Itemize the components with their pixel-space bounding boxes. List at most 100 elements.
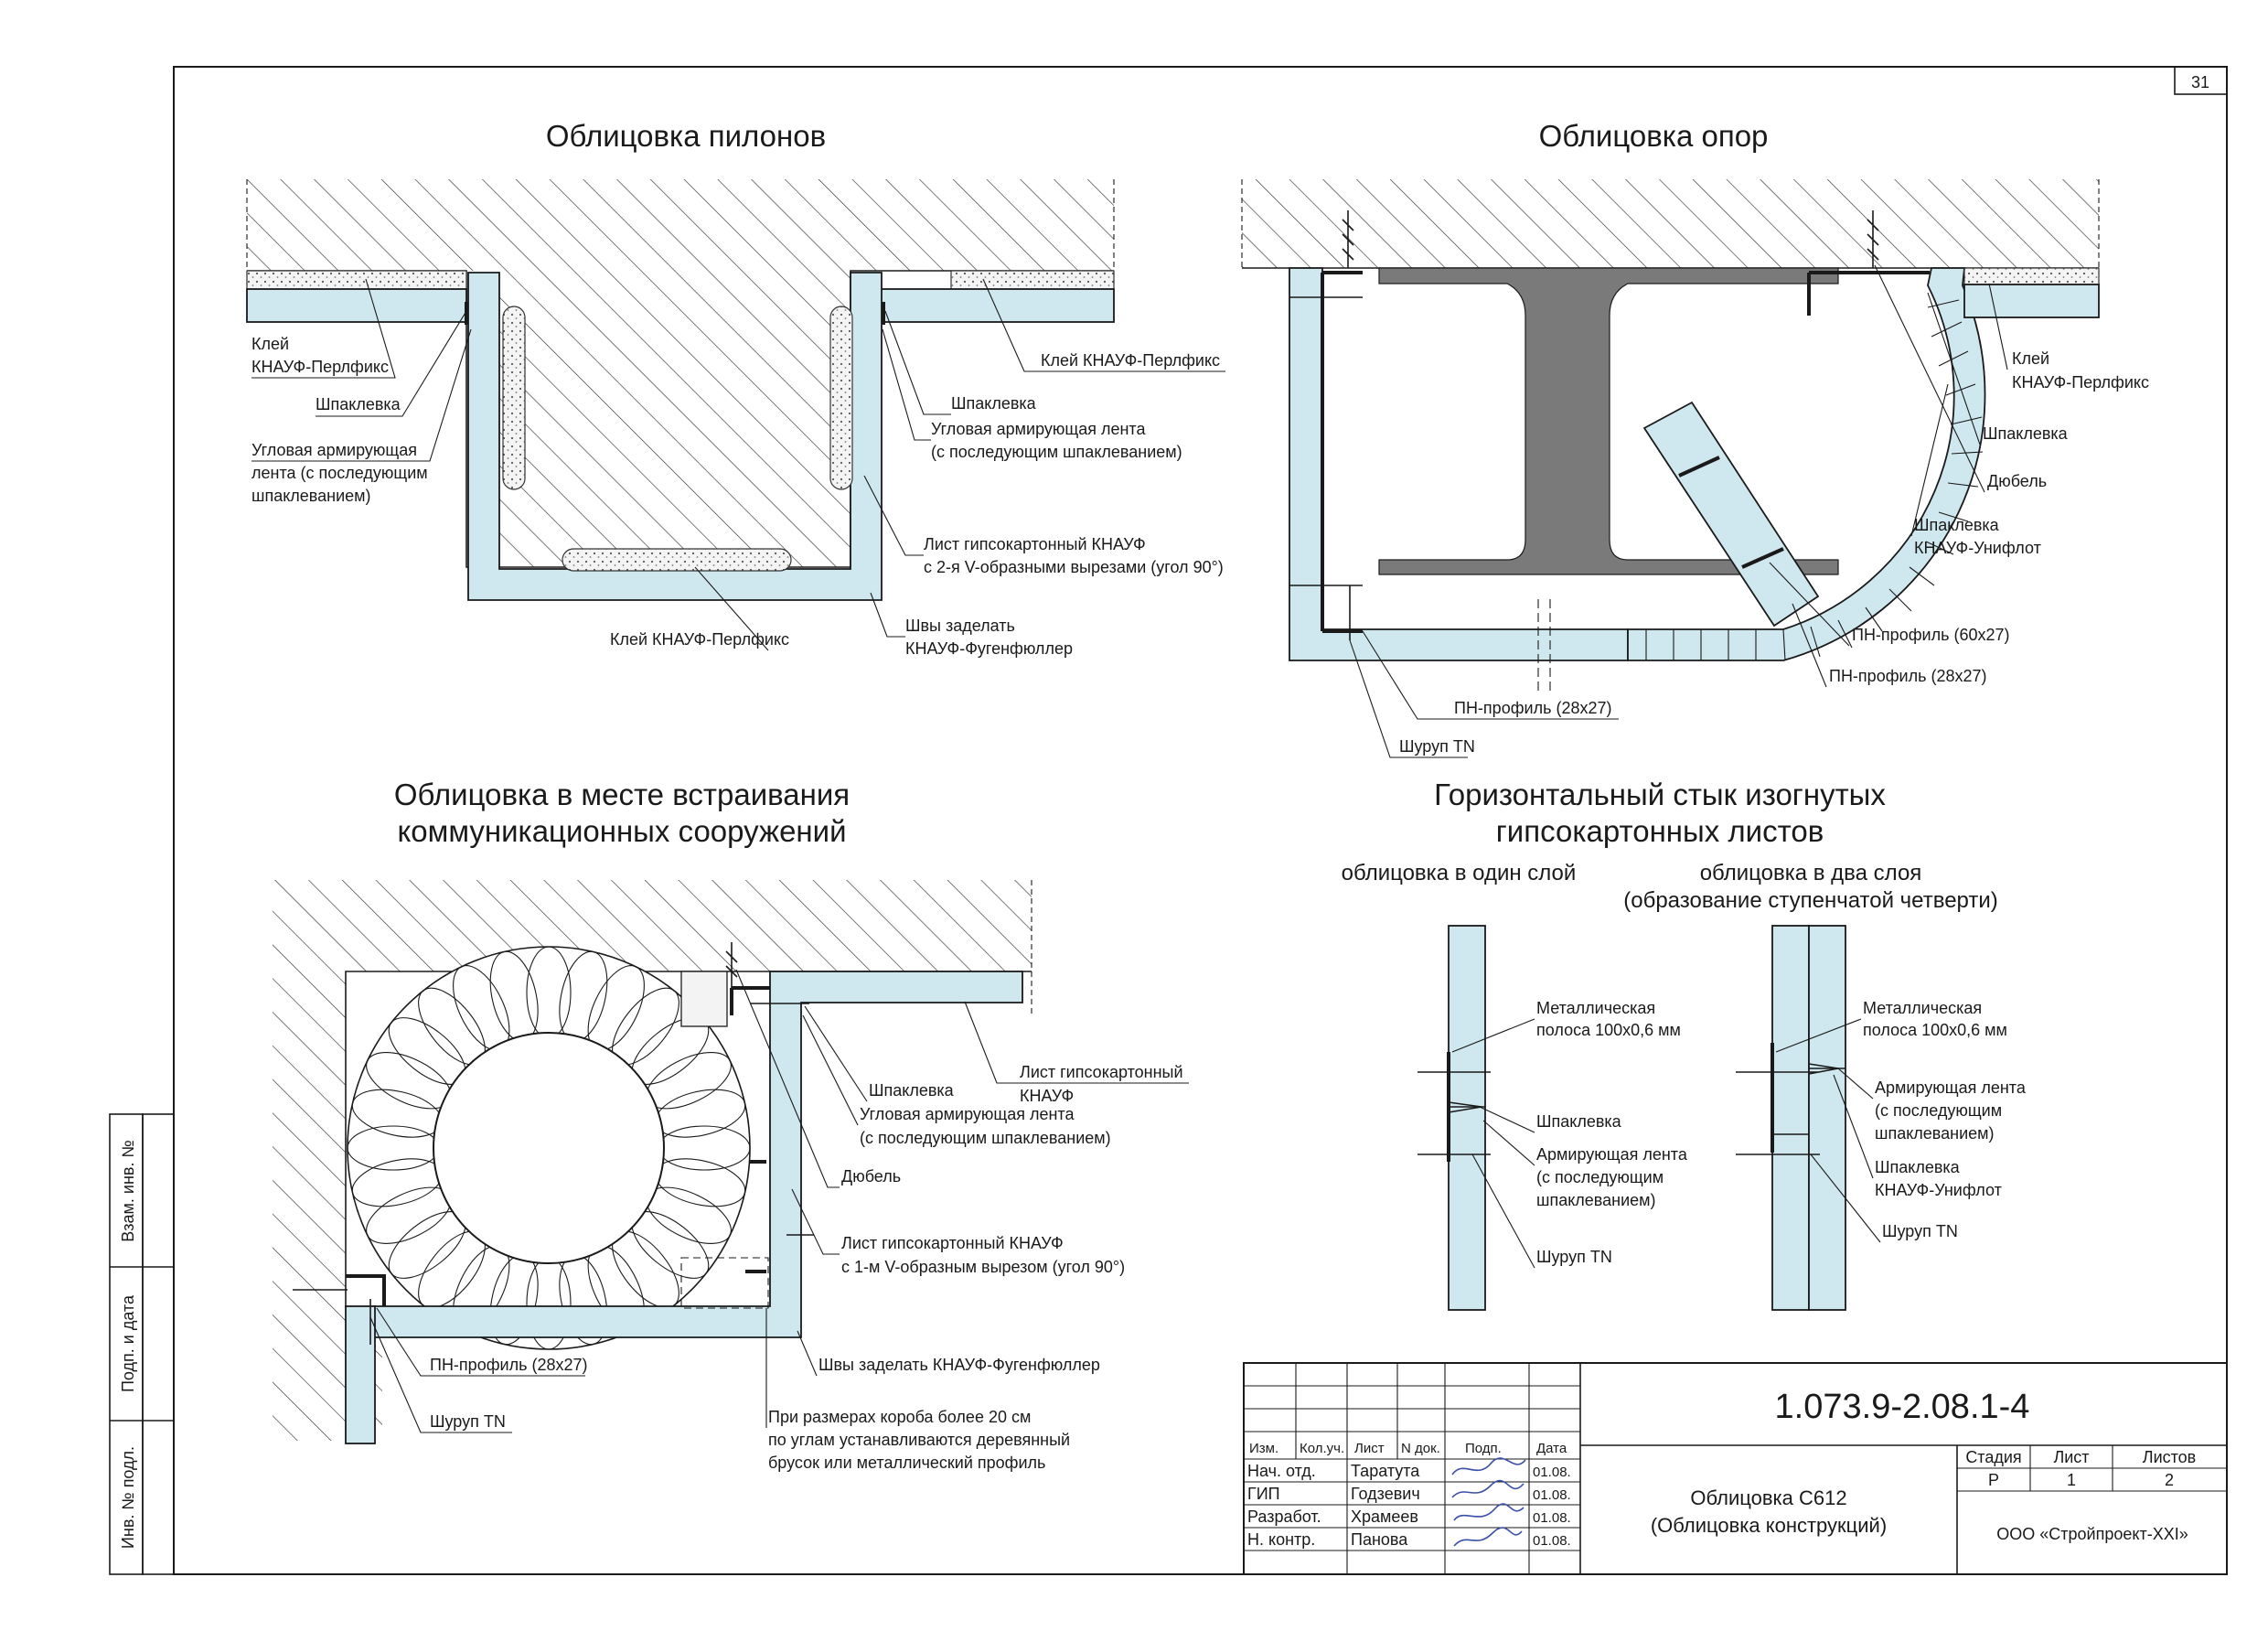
svg-text:Лист гипсокартонный: Лист гипсокартонный [1020, 1063, 1183, 1081]
svg-text:(с последующим шпаклеванием): (с последующим шпаклеванием) [860, 1129, 1111, 1147]
sheet-number-box [2174, 66, 2228, 95]
comm-title-1: Облицовка в месте встраивания [394, 778, 850, 811]
svg-text:брусок или металлический профи: брусок или металлический профиль [768, 1454, 1045, 1472]
stamp-sign-date: Подп. и дата [119, 1294, 137, 1392]
doc-description-1: Облицовка С612 [1690, 1486, 1846, 1509]
svg-text:КНАУФ-Унифлот: КНАУФ-Унифлот [1875, 1181, 2002, 1199]
svg-text:Шпаклевка: Шпаклевка [1914, 516, 2000, 534]
svg-text:Подп.: Подп. [1465, 1441, 1502, 1456]
svg-text:01.08.: 01.08. [1533, 1465, 1571, 1480]
svg-text:Храмеев: Храмеев [1351, 1508, 1418, 1526]
svg-text:Дюбель: Дюбель [1987, 472, 2047, 490]
signatures [1451, 1457, 1526, 1547]
svg-text:Годзевич: Годзевич [1351, 1485, 1420, 1503]
svg-text:Шпаклевка: Шпаклевка [869, 1081, 955, 1100]
svg-text:(с последующим шпаклеванием): (с последующим шпаклеванием) [931, 443, 1182, 461]
svg-text:с 1-м V-образным вырезом (угол: с 1-м V-образным вырезом (угол 90°) [841, 1258, 1125, 1276]
svg-text:Металлическая: Металлическая [1536, 999, 1655, 1017]
svg-text:КНАУФ-Перлфикс: КНАУФ-Перлфикс [2012, 373, 2149, 392]
svg-text:Угловая армирующая: Угловая армирующая [251, 441, 417, 459]
company-name: ООО «Стройпроект-XXI» [1996, 1525, 2188, 1543]
supports-title: Облицовка опор [1539, 119, 1769, 153]
svg-text:Кол.уч.: Кол.уч. [1300, 1441, 1344, 1456]
svg-text:КНАУФ-Перлфикс: КНАУФ-Перлфикс [251, 358, 389, 376]
svg-text:Стадия: Стадия [1965, 1448, 2021, 1466]
svg-text:Шуруп TN: Шуруп TN [1882, 1222, 1958, 1240]
svg-text:Угловая армирующая лента: Угловая армирующая лента [931, 420, 1146, 438]
svg-text:Дата: Дата [1536, 1441, 1567, 1456]
svg-text:Панова: Панова [1351, 1530, 1408, 1549]
side-stamp: Взам. инв. № Подп. и дата Инв. № подл. [109, 1113, 175, 1575]
svg-text:01.08.: 01.08. [1533, 1487, 1571, 1503]
svg-text:Швы заделать: Швы заделать [905, 617, 1015, 635]
svg-text:Лист гипсокартонный КНАУФ: Лист гипсокартонный КНАУФ [924, 535, 1146, 553]
svg-text:(с последующим: (с последующим [1875, 1101, 2002, 1120]
svg-text:КНАУФ-Фугенфюллер: КНАУФ-Фугенфюллер [905, 639, 1073, 658]
section-supports: Облицовка опор [1241, 119, 2149, 758]
svg-text:N док.: N док. [1401, 1441, 1440, 1456]
svg-text:Р: Р [1988, 1471, 1999, 1489]
svg-text:КНАУФ: КНАУФ [1020, 1087, 1074, 1105]
svg-text:Клей КНАУФ-Перлфикс: Клей КНАУФ-Перлфикс [1041, 351, 1220, 370]
svg-text:ПН-профиль (28х27): ПН-профиль (28х27) [1829, 667, 1986, 685]
sheet-number: 31 [2191, 73, 2209, 91]
svg-text:ГИП: ГИП [1247, 1485, 1280, 1503]
svg-text:Шуруп TN: Шуруп TN [430, 1412, 506, 1431]
svg-text:шпаклеванием): шпаклеванием) [1536, 1191, 1656, 1209]
svg-text:Лист: Лист [1354, 1441, 1385, 1456]
section-comm: Облицовка в месте встраивания коммуникац… [273, 778, 1189, 1472]
svg-text:Шуруп TN: Шуруп TN [1536, 1248, 1612, 1266]
svg-text:Металлическая: Металлическая [1863, 999, 1982, 1017]
svg-text:ПН-профиль (28х27): ПН-профиль (28х27) [430, 1356, 587, 1374]
joint-two-subtitle-1: облицовка в два слоя [1700, 861, 1922, 885]
doc-description-2: (Облицовка конструкций) [1651, 1514, 1887, 1537]
svg-text:Угловая армирующая лента: Угловая армирующая лента [860, 1105, 1075, 1123]
svg-text:Швы заделать КНАУФ-Фугенфюллер: Швы заделать КНАУФ-Фугенфюллер [818, 1356, 1100, 1374]
svg-text:Разработ.: Разработ. [1247, 1508, 1321, 1526]
svg-text:Лист гипсокартонный КНАУФ: Лист гипсокартонный КНАУФ [841, 1234, 1064, 1252]
svg-text:Шпаклевка: Шпаклевка [1875, 1158, 1961, 1176]
svg-text:(с последующим: (с последующим [1536, 1168, 1664, 1186]
pylons-title: Облицовка пилонов [546, 119, 826, 153]
svg-text:Лист: Лист [2053, 1448, 2089, 1466]
joint-title-1: Горизонтальный стык изогнутых [1434, 778, 1886, 811]
svg-text:Шпаклевка: Шпаклевка [951, 394, 1037, 413]
comm-title-2: коммуникационных сооружений [397, 814, 846, 848]
svg-text:КНАУФ-Унифлот: КНАУФ-Унифлот [1914, 539, 2041, 557]
svg-text:Нач. отд.: Нач. отд. [1247, 1462, 1316, 1480]
joint-one-subtitle: облицовка в один слой [1342, 861, 1577, 885]
svg-text:Таратута: Таратута [1351, 1462, 1420, 1480]
svg-text:полоса 100х0,6 мм: полоса 100х0,6 мм [1536, 1021, 1681, 1039]
section-joint: Горизонтальный стык изогнутых гипсокарто… [1342, 778, 2027, 1311]
svg-text:Изм.: Изм. [1249, 1441, 1278, 1456]
svg-text:Армирующая лента: Армирующая лента [1536, 1145, 1688, 1164]
stamp-replace-inv: Взам. инв. № [119, 1140, 137, 1242]
svg-text:Клей КНАУФ-Перлфикс: Клей КНАУФ-Перлфикс [610, 630, 789, 649]
svg-text:полоса 100х0,6 мм: полоса 100х0,6 мм [1863, 1021, 2007, 1039]
svg-text:Шпаклевка: Шпаклевка [316, 395, 401, 413]
svg-text:ПН-профиль (28х27): ПН-профиль (28х27) [1454, 699, 1611, 717]
svg-text:Дюбель: Дюбель [841, 1167, 901, 1186]
svg-text:по углам устанавливаются дерев: по углам устанавливаются деревянный [768, 1431, 1070, 1449]
title-block: Изм. Кол.уч. Лист N док. Подп. Дата Нач.… [1243, 1362, 2228, 1575]
svg-text:с 2-я V-образными вырезами (уг: с 2-я V-образными вырезами (угол 90°) [924, 558, 1224, 576]
svg-text:шпаклеванием): шпаклеванием) [251, 487, 371, 505]
svg-text:шпаклеванием): шпаклеванием) [1875, 1124, 1995, 1143]
svg-text:При размерах короба более 20 с: При размерах короба более 20 см [768, 1408, 1031, 1426]
svg-text:Шпаклевка: Шпаклевка [1983, 424, 2069, 443]
svg-text:Армирующая лента: Армирующая лента [1875, 1078, 2027, 1097]
svg-text:Н. контр.: Н. контр. [1247, 1530, 1315, 1549]
svg-text:01.08.: 01.08. [1533, 1533, 1571, 1549]
sheet-frame [173, 66, 2228, 1575]
svg-text:Клей: Клей [2012, 349, 2049, 368]
svg-text:2: 2 [2165, 1471, 2174, 1489]
joint-two-subtitle-2: (образование ступенчатой четверти) [1623, 888, 1998, 913]
svg-text:Клей: Клей [251, 335, 289, 353]
svg-text:лента (с последующим: лента (с последующим [251, 464, 428, 482]
joint-title-2: гипсокартонных листов [1496, 814, 1824, 848]
svg-text:ПН-профиль (60х27): ПН-профиль (60х27) [1852, 626, 2009, 644]
stamp-inv-original: Инв. № подл. [119, 1446, 137, 1549]
svg-text:Шуруп TN: Шуруп TN [1399, 737, 1475, 756]
doc-code: 1.073.9-2.08.1-4 [1775, 1388, 2030, 1426]
section-pylons: Облицовка пилонов Клей КНАУФ-Перлфикс Шп… [246, 119, 1225, 658]
